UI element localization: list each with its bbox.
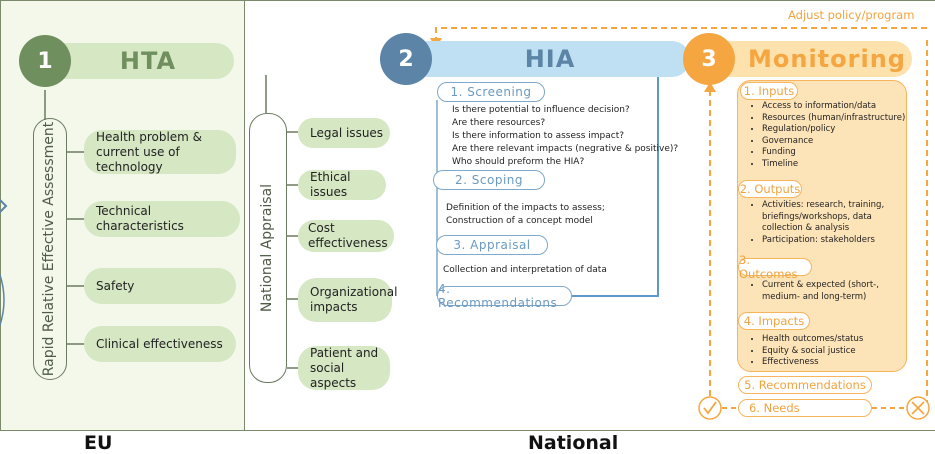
monitoring-outcomes-label: 3. Outcomes — [738, 253, 812, 281]
monitoring-inputs-label: 1. Inputs — [740, 82, 798, 100]
monitoring-header-band: Monitoring — [712, 41, 912, 77]
monitoring-outcomes-list: Current & expected (short-, medium- and … — [748, 280, 907, 303]
hia-step-appraisal: 3. Appraisal — [436, 235, 548, 255]
hta-title: HTA — [119, 47, 177, 75]
hia-number-circle: 2 — [380, 33, 432, 85]
national-item-organizational: Organizational impacts — [298, 278, 397, 322]
hta-vertical-label: Rapid Relative Effective Assessment — [41, 121, 57, 377]
hia-step-recommendations: 4. Recommendations — [437, 282, 572, 310]
monitoring-number-circle: 3 — [683, 33, 735, 85]
hta-item-clinical: Clinical effectiveness — [84, 326, 236, 362]
hia-title: HIA — [524, 45, 576, 73]
hta-number-circle: 1 — [19, 35, 71, 87]
hta-header-band: HTA — [42, 43, 234, 79]
adjust-policy-loop-top — [435, 27, 927, 40]
list-item: Governance — [762, 136, 922, 148]
hta-item-technical: Technical characteristics — [84, 201, 240, 237]
hta-item-safety: Safety — [84, 268, 236, 304]
list-item: Participation: stakeholders — [762, 235, 912, 247]
region-label-eu: EU — [84, 432, 113, 454]
national-item-legal: Legal issues — [298, 118, 390, 148]
recommendations-arrow — [572, 59, 682, 297]
monitoring-outputs-label: 2. Outputs — [738, 180, 802, 198]
national-vertical-pill — [249, 113, 287, 383]
left-edge-curve — [0, 274, 5, 326]
list-item: Resources (human/infrastructure) — [762, 113, 922, 125]
monitoring-outputs-list: Activities: research, training, briefing… — [748, 200, 912, 246]
hia-screening-text: Is there potential to influence decision… — [452, 105, 679, 167]
monitoring-impacts-label: 4. Impacts — [738, 312, 810, 330]
monitoring-number: 3 — [701, 46, 717, 72]
monitoring-title: Monitoring — [748, 45, 906, 73]
list-item: Timeline — [762, 159, 922, 171]
hia-appraisal-text: Collection and interpretation of data — [443, 265, 607, 275]
monitoring-recommendations-label: 5. Recommendations — [738, 376, 872, 394]
national-item-patient: Patient and social aspects — [298, 346, 390, 390]
monitoring-up-arrow-icon — [704, 82, 716, 92]
hia-header-band: HIA — [410, 41, 690, 77]
monitoring-impacts-list: Health outcomes/status Equity & social j… — [748, 334, 912, 369]
hia-number: 2 — [398, 46, 414, 72]
list-item: Equity & social justice — [762, 346, 912, 358]
national-vertical-label: National Appraisal — [259, 183, 275, 313]
hia-step-scoping: 2. Scoping — [433, 170, 545, 190]
list-item: Current & expected (short-, medium- and … — [762, 280, 907, 303]
list-item: Access to information/data — [762, 101, 922, 113]
hia-scoping-text: Definition of the impacts to assess; Con… — [446, 203, 605, 226]
list-item: Funding — [762, 147, 922, 159]
hta-vertical-pill — [33, 118, 67, 380]
left-edge-arrow-icon — [0, 199, 8, 213]
list-item: Activities: research, training, briefing… — [762, 200, 912, 235]
adjust-policy-label: Adjust policy/program — [788, 8, 915, 22]
list-item: Effectiveness — [762, 357, 912, 369]
list-item: Regulation/policy — [762, 124, 922, 136]
hia-step-screening: 1. Screening — [437, 82, 545, 102]
check-icon — [698, 396, 722, 420]
national-item-cost: Cost effectiveness — [298, 220, 394, 252]
monitoring-inputs-list: Access to information/data Resources (hu… — [748, 101, 922, 170]
hta-number: 1 — [37, 48, 53, 74]
monitoring-needs-label: 6. Needs — [738, 399, 872, 417]
national-item-ethical: Ethical issues — [298, 170, 386, 200]
hta-item-health-problem: Health problem & current use of technolo… — [84, 130, 236, 174]
list-item: Health outcomes/status — [762, 334, 912, 346]
region-label-national: National — [528, 432, 619, 454]
